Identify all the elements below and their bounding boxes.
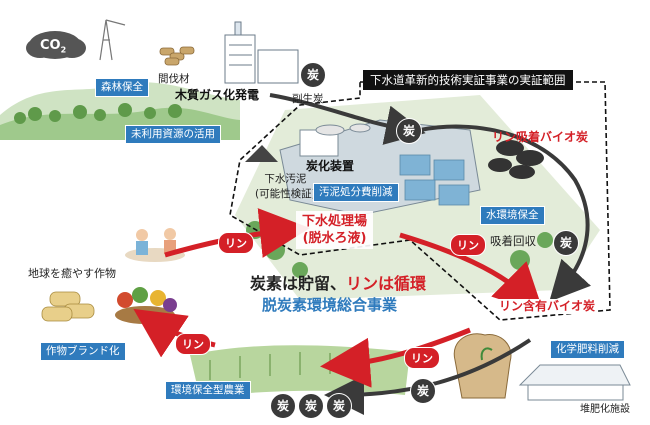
crane-drawing bbox=[99, 19, 126, 61]
adsorption-label: 吸着回収 bbox=[490, 234, 536, 248]
charcoal-bubble-carbonizer: 炭 bbox=[396, 118, 422, 144]
co2-cloud bbox=[26, 31, 86, 59]
charcoal-bubble-byproduct: 炭 bbox=[300, 62, 326, 88]
water-env-tag: 水環境保全 bbox=[480, 206, 545, 225]
crops-label: 地球を癒やす作物 bbox=[28, 267, 116, 280]
rin-bubble-crops: リン bbox=[175, 333, 211, 355]
compost-label: 堆肥化施設 bbox=[580, 404, 630, 415]
rin-bubble-biochar: リン bbox=[450, 234, 486, 256]
sewage-line2: (脱水ろ液) bbox=[302, 231, 367, 246]
center-headline-carbon: 炭素は貯留、 bbox=[250, 274, 347, 293]
scope-boundary bbox=[229, 81, 611, 321]
arrow-rin-to-biochar bbox=[399, 232, 545, 315]
rin-bubble-plant: リン bbox=[218, 232, 254, 254]
sludge-text: 下水汚泥 bbox=[264, 173, 307, 185]
fertilizer-reduction-tag: 化学肥料削減 bbox=[550, 340, 625, 359]
sewage-line1: 下水処理場 bbox=[302, 214, 368, 229]
forest-trees bbox=[14, 103, 182, 124]
power-plant bbox=[224, 21, 299, 84]
center-headline-phosphorus: リンは循環 bbox=[346, 274, 427, 293]
vegetable-basket bbox=[115, 287, 177, 324]
gasification-label: 木質ガス化発電 bbox=[175, 88, 260, 102]
sludge-cost-tag: 汚泥処分費削減 bbox=[313, 183, 399, 202]
scope-title: 下水道革新的技術実証事業の実証範囲 bbox=[363, 70, 573, 90]
eco-farming-tag: 環境保全型農業 bbox=[165, 381, 251, 400]
sludge-heap bbox=[245, 145, 278, 162]
p-biochar-label: リン吸着バイオ炭 bbox=[492, 130, 589, 144]
dining-scene bbox=[125, 228, 185, 262]
compost-facility bbox=[518, 364, 631, 401]
biochar-pile bbox=[488, 140, 544, 179]
thinned-wood-label: 間伐材 bbox=[158, 73, 190, 85]
forest-conservation-tag: 森林保全 bbox=[95, 78, 149, 97]
carbonizer-label: 炭化装置 bbox=[306, 159, 355, 173]
charcoal-bubble-field-3: 炭 bbox=[326, 393, 352, 419]
byproduct-label: 副生炭 bbox=[292, 93, 324, 105]
center-subheadline: 脱炭素環境総合事業 bbox=[262, 296, 398, 314]
sludge-label: 下水汚泥 (可能性検証) bbox=[255, 172, 316, 202]
rin-bubble-field: リン bbox=[404, 347, 440, 369]
sewage-plant-label: 下水処理場 (脱水ろ液) bbox=[296, 211, 374, 249]
charcoal-bubble-field-1: 炭 bbox=[270, 393, 296, 419]
co2-label: CO2 bbox=[40, 38, 66, 58]
arrow-biochar-loop bbox=[419, 124, 591, 302]
arrow-rin-to-field bbox=[320, 327, 471, 388]
arrow-charcoal-return bbox=[324, 338, 532, 415]
timber-pile bbox=[159, 46, 195, 66]
sludge-note: (可能性検証) bbox=[255, 188, 316, 200]
charcoal-bubble-adsorption: 炭 bbox=[553, 230, 579, 256]
co2-text: CO bbox=[40, 38, 61, 53]
co2-subscript: 2 bbox=[60, 45, 67, 55]
charcoal-bubble-field-2: 炭 bbox=[298, 393, 324, 419]
p-rich-biochar-label: リン含有バイオ炭 bbox=[496, 299, 599, 314]
charcoal-bubble-return: 炭 bbox=[410, 378, 436, 404]
hay-bales bbox=[41, 291, 95, 322]
center-headline: 炭素は貯留、リンは循環 bbox=[250, 270, 426, 294]
unused-resources-tag: 未利用資源の活用 bbox=[125, 125, 221, 144]
crop-brand-tag: 作物ブランド化 bbox=[40, 342, 126, 361]
